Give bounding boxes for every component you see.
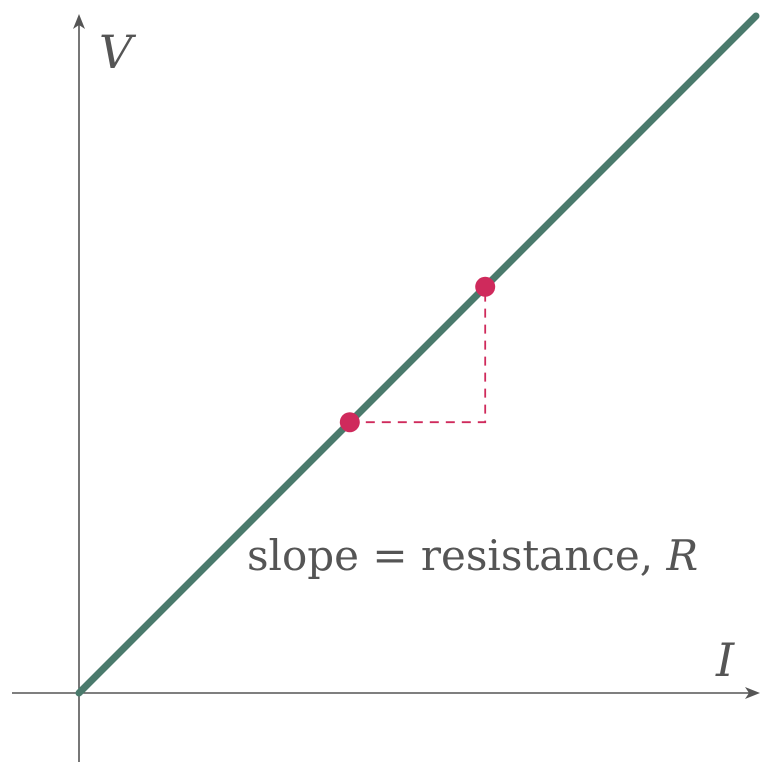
data-point-2	[475, 276, 496, 297]
data-points	[339, 276, 496, 433]
series-line	[75, 12, 760, 697]
slope-annotation-text: slope = resistance,	[247, 531, 667, 580]
slope-annotation: slope = resistance, R	[247, 535, 698, 577]
slope-triangle-guide	[349, 286, 487, 424]
x-axis-arrow	[745, 687, 760, 699]
resistance-symbol: R	[666, 531, 699, 580]
y-axis-arrow	[73, 14, 85, 29]
x-axis-label: I	[716, 633, 735, 687]
data-point-1	[339, 412, 360, 433]
y-axis-label: V	[99, 25, 133, 79]
